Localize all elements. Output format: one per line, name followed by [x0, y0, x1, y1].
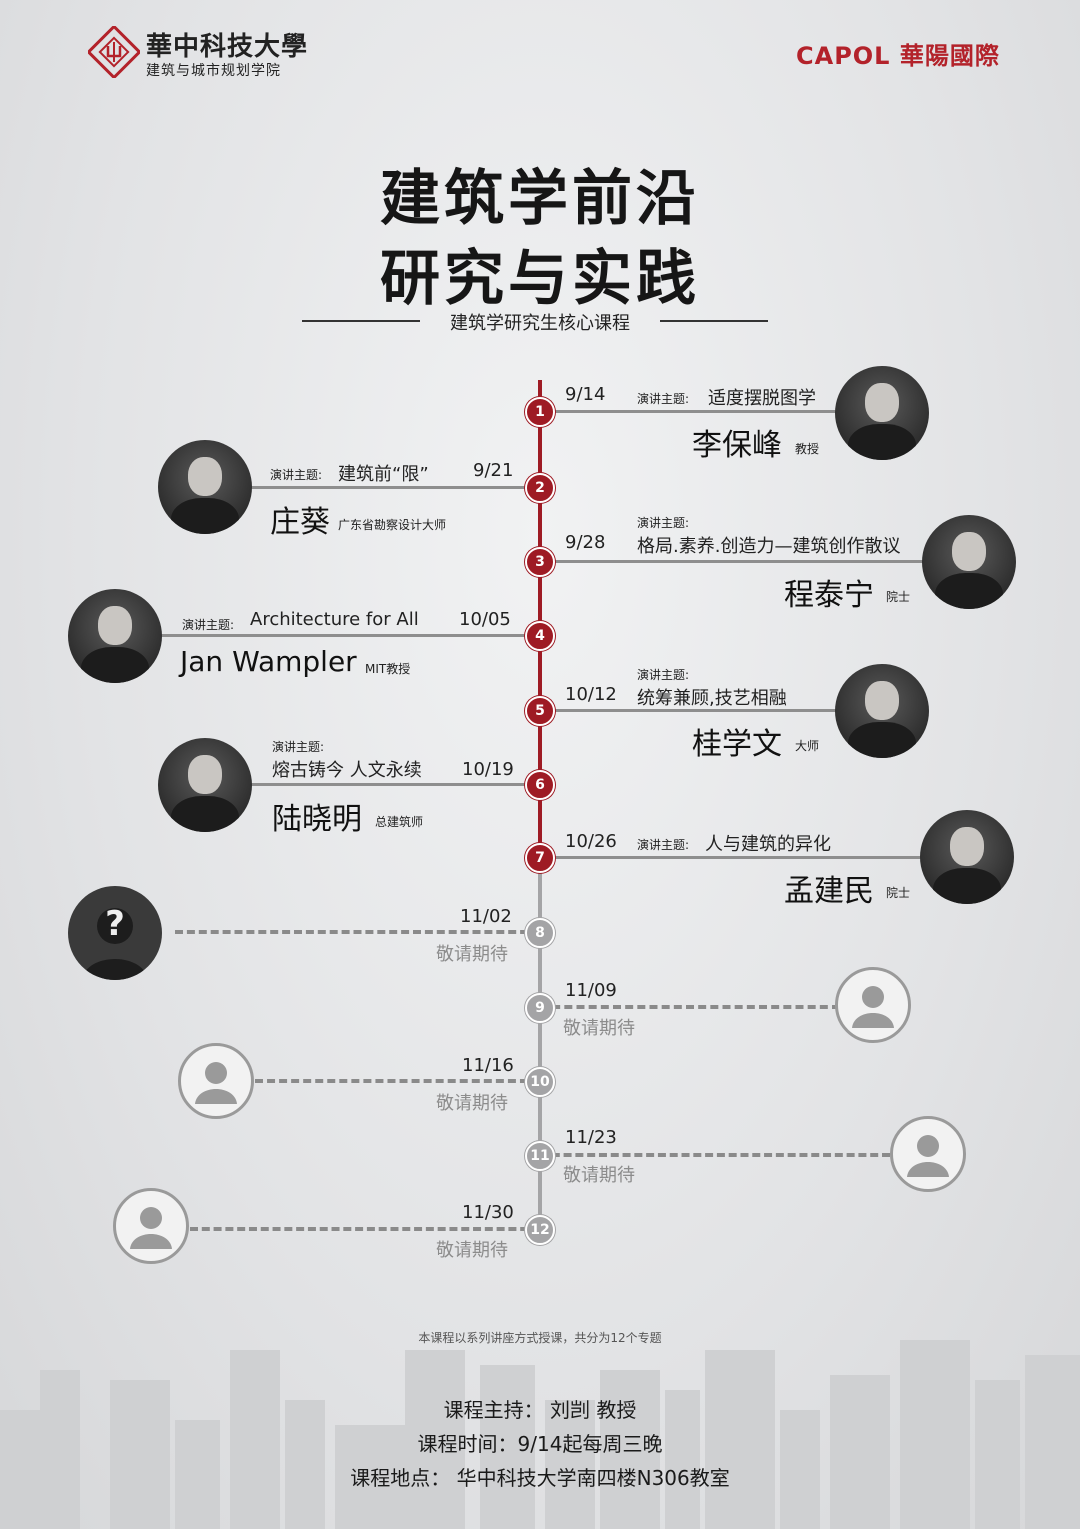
timeline-node-3: 3: [525, 547, 555, 577]
timeline-node-8: 8: [525, 918, 555, 948]
page-title-line-1: 建筑学前沿: [380, 164, 700, 234]
placeholder-user-icon: [835, 967, 911, 1043]
speaker-title: 院士: [886, 590, 911, 604]
lecture-date: 10/26: [565, 831, 617, 852]
placeholder-user-icon: [890, 1116, 966, 1192]
timeline-node-7: 7: [525, 843, 555, 873]
hust-logo-icon: [88, 26, 140, 78]
coming-soon-text: 敬请期待: [563, 1018, 635, 1039]
speaker-title: 总建筑师: [375, 815, 424, 829]
lecture-topic: 格局.素养.创造力—建筑创作散议: [637, 536, 901, 557]
lecture-topic: 统筹兼顾,技艺相融: [637, 688, 787, 709]
speaker-photo: [835, 366, 929, 460]
subtitle-rule-right: [660, 320, 768, 322]
subtitle-rule-left: [302, 320, 420, 322]
coming-soon-text: 敬请期待: [436, 1093, 508, 1114]
coming-soon-text: 敬请期待: [563, 1165, 635, 1186]
course-host: 课程主持： 刘剀 教授: [443, 1398, 637, 1422]
lecture-date: 11/02: [460, 906, 512, 927]
topic-label: 演讲主题:: [637, 838, 690, 852]
page-title-line-2: 研究与实践: [380, 244, 700, 314]
speaker-photo: [158, 738, 252, 832]
speaker-photo: [68, 589, 162, 683]
connector-line: [540, 560, 930, 563]
connector-line: [540, 410, 840, 413]
lecture-topic: 人与建筑的异化: [705, 834, 831, 855]
coming-soon-text: 敬请期待: [436, 1240, 508, 1261]
timeline-node-11: 11: [525, 1141, 555, 1171]
lecture-date: 11/16: [462, 1055, 514, 1076]
topic-label: 演讲主题:: [272, 740, 325, 754]
mystery-speaker-icon: ?: [68, 886, 162, 980]
lecture-date: 10/12: [565, 684, 617, 705]
connector-dashed-line: [540, 1005, 840, 1009]
course-time: 课程时间：9/14起每周三晚: [417, 1432, 663, 1456]
connector-line: [150, 634, 540, 637]
speaker-title: 院士: [886, 886, 911, 900]
speaker-photo: [835, 664, 929, 758]
question-mark-icon: ?: [105, 904, 125, 944]
placeholder-user-icon: [113, 1188, 189, 1264]
speaker-name: 庄葵: [270, 505, 330, 540]
timeline-node-5: 5: [525, 696, 555, 726]
coming-soon-text: 敬请期待: [436, 944, 508, 965]
connector-dashed-line: [540, 1153, 890, 1157]
lecture-date: 9/21: [473, 460, 514, 481]
lecture-topic: 熔古铸今 人文永续: [272, 760, 422, 781]
speaker-name: 桂学文: [692, 727, 782, 762]
connector-line: [540, 709, 840, 712]
timeline-node-1: 1: [525, 397, 555, 427]
connector-line: [240, 486, 540, 489]
speaker-photo: [158, 440, 252, 534]
speaker-title: MIT教授: [365, 662, 411, 676]
lecture-date: 10/05: [459, 609, 511, 630]
timeline-node-10: 10: [525, 1067, 555, 1097]
connector-line: [240, 783, 540, 786]
speaker-name: 陆晓明: [272, 802, 362, 837]
speaker-name: 孟建民: [784, 874, 874, 909]
lecture-date: 11/30: [462, 1202, 514, 1223]
lecture-date: 10/19: [462, 759, 514, 780]
connector-dashed-line: [190, 1227, 540, 1231]
lecture-topic: 适度摆脱图学: [708, 388, 816, 409]
timeline-node-12: 12: [525, 1215, 555, 1245]
topic-label: 演讲主题:: [637, 516, 690, 530]
placeholder-user-icon: [178, 1043, 254, 1119]
lecture-topic: Architecture for All: [250, 609, 419, 630]
lecture-date: 11/23: [565, 1127, 617, 1148]
connector-dashed-line: [255, 1079, 540, 1083]
university-name: 華中科技大學: [146, 32, 309, 62]
topic-label: 演讲主题:: [637, 668, 690, 682]
topic-label: 演讲主题:: [182, 618, 235, 632]
timeline-node-9: 9: [525, 993, 555, 1023]
course-location: 课程地点： 华中科技大学南四楼N306教室: [350, 1466, 730, 1490]
speaker-title: 广东省勘察设计大师: [338, 518, 447, 532]
speaker-title: 教授: [795, 442, 820, 456]
city-skyline-illustration: [0, 1340, 1080, 1529]
lecture-date: 11/09: [565, 980, 617, 1001]
page-subtitle: 建筑学研究生核心课程: [450, 313, 630, 334]
speaker-photo: [922, 515, 1016, 609]
connector-line: [540, 856, 930, 859]
connector-dashed-line: [175, 930, 540, 934]
lecture-topic: 建筑前“限”: [338, 464, 429, 485]
school-name: 建筑与城市规划学院: [146, 63, 281, 79]
speaker-name: 程泰宁: [784, 578, 874, 613]
topic-label: 演讲主题:: [270, 468, 323, 482]
timeline-spine-future: [538, 870, 542, 1230]
timeline-node-4: 4: [525, 621, 555, 651]
speaker-title: 大师: [795, 739, 820, 753]
speaker-name: Jan Wampler: [180, 645, 357, 678]
speaker-name: 李保峰: [692, 428, 782, 463]
timeline-node-6: 6: [525, 770, 555, 800]
speaker-photo: [920, 810, 1014, 904]
topic-label: 演讲主题:: [637, 392, 690, 406]
lecture-date: 9/28: [565, 532, 606, 553]
lecture-date: 9/14: [565, 384, 606, 405]
timeline-node-2: 2: [525, 473, 555, 503]
capol-logo: CAPOL 華陽國際: [796, 42, 1000, 70]
course-note: 本课程以系列讲座方式授课，共分为12个专题: [418, 1331, 662, 1345]
